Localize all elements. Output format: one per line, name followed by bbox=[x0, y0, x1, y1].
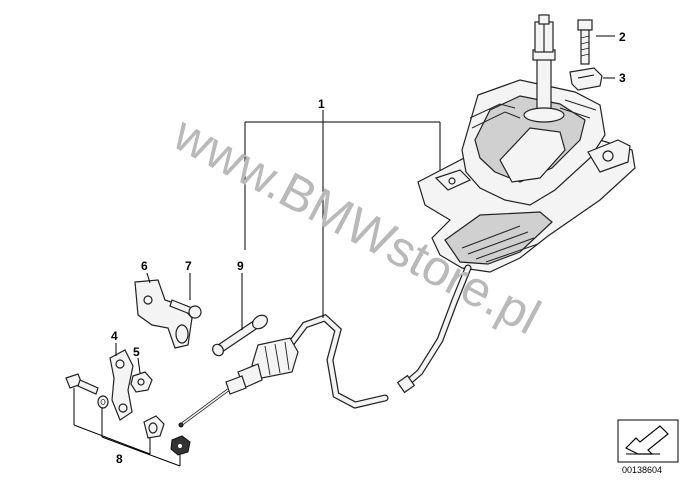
callout-labels: 1 2 3 4 5 6 7 8 9 bbox=[111, 30, 626, 466]
pin-part-9 bbox=[212, 314, 269, 357]
fastener-set-part-8 bbox=[65, 373, 191, 456]
callout-5: 5 bbox=[133, 345, 140, 359]
callout-6: 6 bbox=[141, 259, 148, 273]
callout-4: 4 bbox=[111, 329, 118, 343]
callout-3: 3 bbox=[619, 71, 626, 85]
gear-shifter-assembly bbox=[417, 14, 636, 273]
reference-box: 00138604 bbox=[617, 419, 679, 475]
callout-9: 9 bbox=[237, 259, 244, 273]
bracket-part-6 bbox=[134, 279, 193, 349]
bolt-part-7 bbox=[169, 299, 202, 319]
reference-number: 00138604 bbox=[622, 465, 662, 475]
nut-part-5 bbox=[130, 371, 153, 393]
bolt-part-2 bbox=[577, 19, 593, 65]
callout-2: 2 bbox=[619, 30, 626, 44]
callout-1: 1 bbox=[318, 97, 325, 111]
callout-8: 8 bbox=[116, 452, 123, 466]
clip-part-3 bbox=[569, 67, 603, 91]
callout-7: 7 bbox=[185, 259, 192, 273]
selector-cable bbox=[178, 264, 472, 428]
leader-lines bbox=[73, 35, 615, 467]
lever-part-4 bbox=[109, 349, 134, 421]
